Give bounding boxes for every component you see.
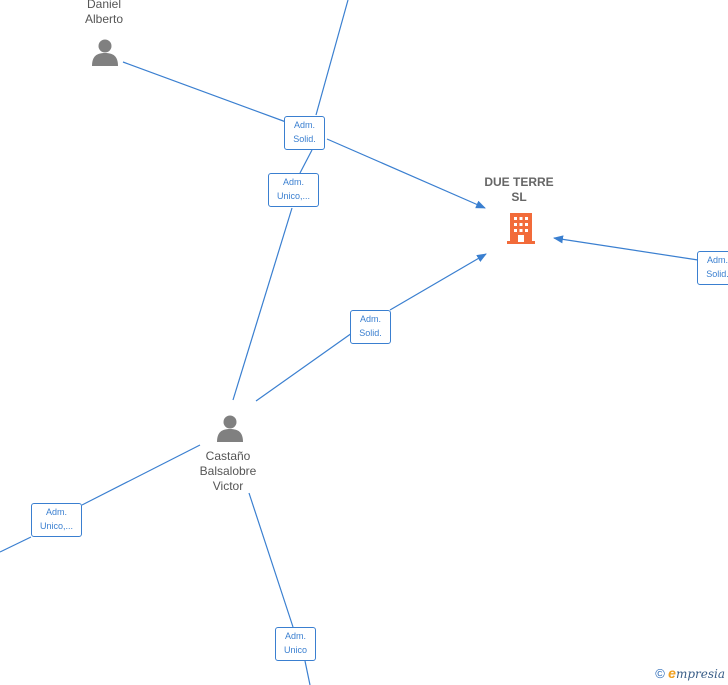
relation-box[interactable]: Adm. Unico: [275, 627, 316, 661]
edge-daniel-box: [122, 61, 287, 123]
edge-top-offscreen: [315, 0, 349, 116]
edge-box5-offscreen: [0, 536, 32, 553]
brand-initial: e: [668, 665, 676, 681]
relation-box[interactable]: Adm. Solid.: [284, 116, 325, 150]
edge-castano-box5: [81, 444, 201, 506]
relation-box[interactable]: Adm. Unico,...: [268, 173, 319, 207]
edge-box2-up: [299, 149, 313, 174]
edge-castano-box2: [232, 207, 293, 401]
relation-box[interactable]: Adm. Solid.: [350, 310, 391, 344]
person-castano-label[interactable]: Castaño Balsalobre Victor: [199, 449, 257, 493]
copyright-icon: ©: [655, 666, 665, 681]
edge-box3-company: [389, 253, 487, 311]
company-label[interactable]: DUE TERRE SL: [484, 175, 554, 204]
brand-name: mpresia: [675, 667, 725, 681]
person-icon[interactable]: [91, 38, 119, 66]
empresia-logo[interactable]: © empresia: [655, 665, 725, 681]
edge-box-company-1: [326, 138, 486, 209]
person-icon[interactable]: [216, 414, 244, 442]
person-daniel-label[interactable]: Daniel Alberto: [84, 0, 124, 26]
building-icon[interactable]: [505, 211, 537, 245]
edge-castano-box6: [248, 492, 294, 628]
relation-box[interactable]: Adm. Solid.: [697, 251, 728, 285]
edge-right-company: [553, 235, 699, 261]
edge-box6-offscreen: [304, 660, 311, 685]
edge-castano-box3: [255, 332, 353, 402]
relation-box[interactable]: Adm. Unico,...: [31, 503, 82, 537]
